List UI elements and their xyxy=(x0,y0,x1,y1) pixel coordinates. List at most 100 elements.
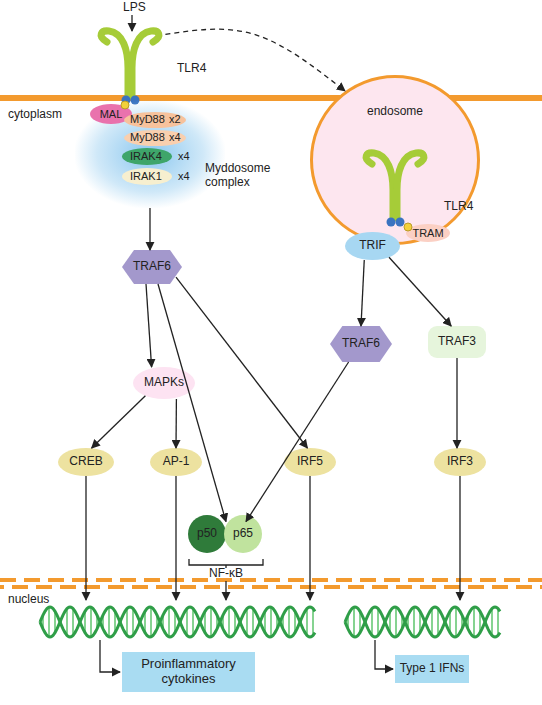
node-label: CREB xyxy=(69,455,102,469)
output-box: Type 1 IFNs xyxy=(395,655,469,683)
signal-arrow xyxy=(85,476,86,600)
dna-rung xyxy=(306,609,308,636)
kinase-oval: MAPKs xyxy=(133,367,195,399)
node-label: TRAF6 xyxy=(133,260,171,274)
signal-arrow xyxy=(459,476,460,600)
node-label: TRAF6 xyxy=(342,337,380,351)
gene-output: Proinflammatory cytokines xyxy=(35,600,320,695)
dna-rung xyxy=(168,607,170,637)
dna-rung xyxy=(192,609,194,636)
dna-rung xyxy=(186,609,188,636)
node-label: TLR4 xyxy=(177,62,206,76)
shape-fill xyxy=(345,232,400,260)
nuclear-membrane xyxy=(0,578,542,582)
signal-arrow xyxy=(92,396,146,448)
traf-hexagon: TRAF6 xyxy=(330,326,392,362)
shape-fill xyxy=(124,130,186,146)
tir-domain xyxy=(396,218,405,227)
node-label: MAPKs xyxy=(144,376,184,390)
dna-rung xyxy=(126,609,128,636)
region-label: LPS xyxy=(123,0,146,14)
node-label: IRAK1 xyxy=(130,170,162,183)
traf-box: TRAF3 xyxy=(428,326,486,358)
dna-rung xyxy=(66,609,68,636)
signal-arrow xyxy=(176,277,307,448)
dna-rung xyxy=(491,609,493,636)
node-label: IRAK4 xyxy=(130,150,162,163)
dna-strand xyxy=(40,607,315,637)
modification-dot xyxy=(404,223,412,231)
shape-fill xyxy=(122,148,172,165)
dna-rung xyxy=(455,607,457,637)
node-label: p50 xyxy=(197,527,217,541)
dna-rung xyxy=(228,607,230,637)
shape-fill xyxy=(58,448,114,476)
dna-rung xyxy=(108,607,110,637)
node-label: AP-1 xyxy=(163,455,190,469)
dna-strand xyxy=(345,607,500,637)
node-label: x2 xyxy=(169,113,181,126)
receptor-shape xyxy=(360,150,470,230)
node-label: TRAF3 xyxy=(438,335,476,349)
signal-arrow xyxy=(246,362,349,522)
receptor-chain xyxy=(366,153,393,218)
shape-fill xyxy=(122,168,172,185)
tir-domain xyxy=(387,218,396,227)
shape-fill xyxy=(330,326,392,362)
dna-rung xyxy=(246,609,248,636)
shape-fill xyxy=(122,250,182,284)
dna-rung xyxy=(72,609,74,636)
receptor: TLR4 xyxy=(95,28,205,108)
dna-rung xyxy=(90,607,92,637)
ligand-arrow xyxy=(131,15,132,31)
subunit-circle: p65 xyxy=(224,515,262,553)
node-label: MyD88 xyxy=(130,131,165,144)
signal-arrow xyxy=(165,29,345,91)
transcription-factor: CREB xyxy=(58,448,114,476)
node-label: x4 xyxy=(169,131,181,144)
dna-rung xyxy=(312,609,314,636)
dna-rung xyxy=(437,609,439,636)
receptor-chain xyxy=(132,31,159,96)
region-label: nucleus xyxy=(8,592,49,606)
node-label: IRF5 xyxy=(297,455,323,469)
kinase-pill: IRAK1x4 xyxy=(122,168,172,185)
dna-rung xyxy=(210,607,212,637)
subunit-circle: p50 xyxy=(188,515,226,553)
shape-fill xyxy=(150,448,202,476)
node-label: MyD88 xyxy=(130,113,165,126)
signal-arrow xyxy=(146,284,152,367)
shape-fill xyxy=(124,112,186,128)
shape-fill xyxy=(428,326,486,358)
node-label: TLR4 xyxy=(444,200,473,214)
receptor: TLR4 xyxy=(360,150,470,230)
expression-arrow xyxy=(375,640,393,669)
node-label: x4 xyxy=(178,170,190,183)
adaptor-oval: TRIF xyxy=(345,232,400,260)
node-label: Proinflammatory cytokines xyxy=(122,657,255,687)
receptor-chains xyxy=(366,153,424,227)
signal-arrow xyxy=(225,581,226,600)
dna-rung xyxy=(132,609,134,636)
nuclear-membrane xyxy=(0,585,542,589)
dna-rung xyxy=(395,607,397,637)
dna-rung xyxy=(288,607,290,637)
shape-fill xyxy=(188,515,226,553)
dna-rung xyxy=(270,607,272,637)
expression-arrow xyxy=(100,640,120,672)
shape-fill xyxy=(224,515,262,553)
adaptor-pill: MyD88 x2 xyxy=(124,112,186,128)
node-label: TRIF xyxy=(359,239,386,253)
endosome-circle: endosomeTLR4 xyxy=(310,75,480,245)
signal-arrow xyxy=(456,358,457,448)
node-label: NF-κB xyxy=(186,567,266,581)
node-label: TRAM xyxy=(412,227,443,240)
gene-output: Type 1 IFNs xyxy=(340,600,505,690)
node-label: MAL xyxy=(100,108,123,121)
shape-fill xyxy=(406,224,450,242)
node-label: IRF3 xyxy=(447,455,473,469)
complex-glow: Myddosome complexMALMyD88x2MyD88x4IRAK4x… xyxy=(75,100,225,208)
receptor-chains xyxy=(101,31,159,105)
dna-strand xyxy=(40,607,315,637)
